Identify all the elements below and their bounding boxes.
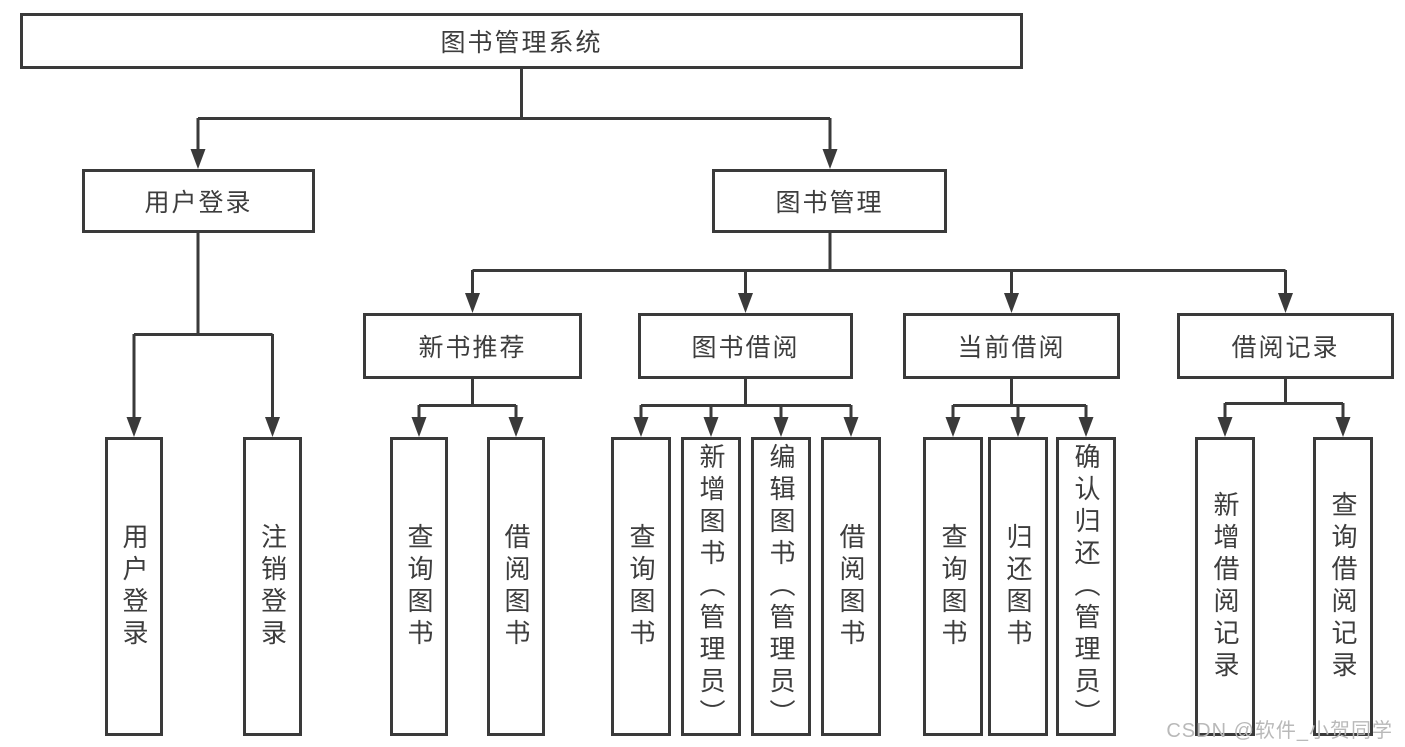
leaf-borrow-books-recommend: 借阅图书 <box>487 437 545 736</box>
node-book-borrowing: 图书借阅 <box>638 313 853 379</box>
node-root: 图书管理系统 <box>20 13 1023 69</box>
watermark: CSDN @软件_小贺同学 <box>1166 720 1393 742</box>
node-user-login: 用户登录 <box>82 169 315 233</box>
leaf-query-books-recommend: 查询图书 <box>390 437 448 736</box>
node-new-book-recommend: 新书推荐 <box>363 313 582 379</box>
node-current-borrowing: 当前借阅 <box>903 313 1120 379</box>
leaf-edit-book-admin: 编辑图书（管理员） <box>751 437 811 736</box>
node-borrowing-records: 借阅记录 <box>1177 313 1394 379</box>
leaf-query-books-current: 查询图书 <box>923 437 983 736</box>
arrowheads <box>126 149 1351 437</box>
leaf-return-books: 归还图书 <box>988 437 1048 736</box>
leaf-logout: 注销登录 <box>243 437 302 736</box>
leaf-query-borrow-record: 查询借阅记录 <box>1313 437 1373 736</box>
leaf-borrow-books-borrowing: 借阅图书 <box>821 437 881 736</box>
node-book-management: 图书管理 <box>712 169 947 233</box>
leaf-query-books-borrowing: 查询图书 <box>611 437 671 736</box>
leaf-add-book-admin: 新增图书（管理员） <box>681 437 741 736</box>
leaf-add-borrow-record: 新增借阅记录 <box>1195 437 1255 736</box>
leaf-user-login: 用户登录 <box>105 437 163 736</box>
leaf-confirm-return-admin: 确认归还（管理员） <box>1056 437 1116 736</box>
